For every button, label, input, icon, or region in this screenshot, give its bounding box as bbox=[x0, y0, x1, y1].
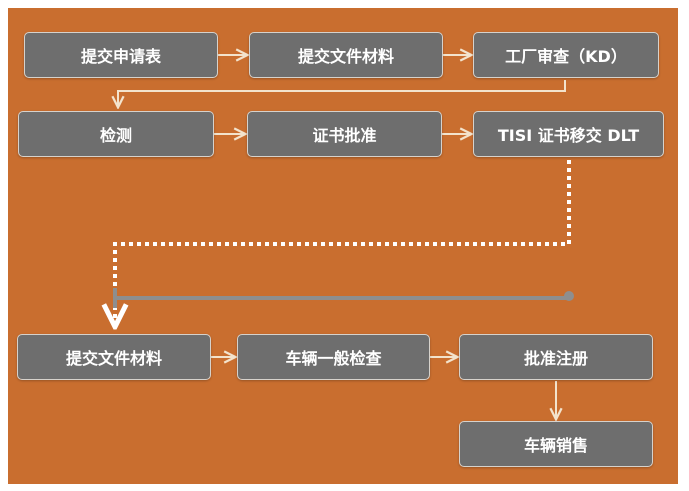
step-label: 工厂审查（KD） bbox=[505, 47, 627, 66]
step-label: 车辆一般检查 bbox=[285, 349, 382, 368]
step-label: 车辆销售 bbox=[523, 436, 588, 455]
diagram-background bbox=[8, 8, 678, 484]
step-vehicle-sales: 车辆销售 bbox=[459, 421, 653, 467]
step-label: TISI 证书移交 DLT bbox=[497, 126, 640, 145]
step-label: 批准注册 bbox=[523, 349, 588, 368]
step-testing: 检测 bbox=[18, 111, 214, 157]
step-tisi-certificate-transfer: TISI 证书移交 DLT bbox=[473, 111, 664, 157]
step-submit-documents-2: 提交文件材料 bbox=[17, 334, 211, 380]
dotted-connector bbox=[115, 160, 571, 324]
gray-line-end-dot bbox=[564, 291, 574, 301]
step-label: 检测 bbox=[99, 126, 132, 145]
step-label: 提交申请表 bbox=[80, 47, 161, 66]
step-submit-documents: 提交文件材料 bbox=[249, 32, 443, 78]
step-label: 提交文件材料 bbox=[297, 47, 394, 66]
step-factory-audit: 工厂审查（KD） bbox=[473, 32, 659, 78]
step-certificate-approval: 证书批准 bbox=[247, 111, 442, 157]
step-submit-application: 提交申请表 bbox=[24, 32, 218, 78]
step-vehicle-inspection: 车辆一般检查 bbox=[237, 334, 430, 380]
arrow-r1-to-r2 bbox=[118, 80, 566, 106]
step-registration-approval: 批准注册 bbox=[459, 334, 653, 380]
step-label: 提交文件材料 bbox=[65, 349, 162, 368]
step-label: 证书批准 bbox=[312, 126, 377, 145]
